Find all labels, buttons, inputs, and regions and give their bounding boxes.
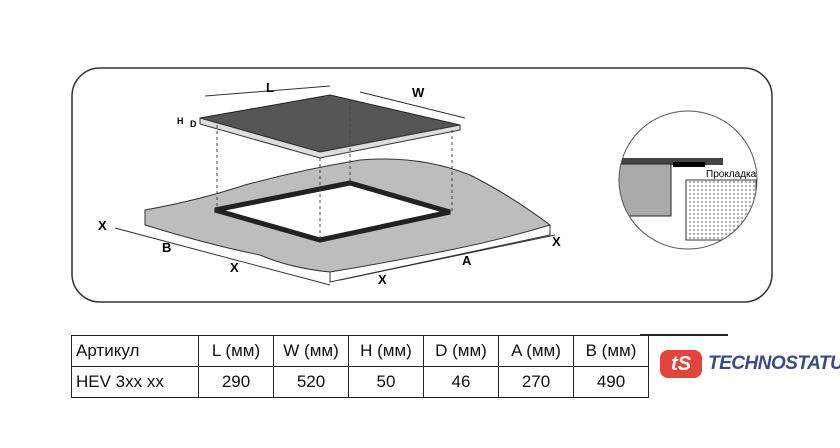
label-B: B <box>162 240 171 255</box>
countertop-edge <box>144 215 551 283</box>
dimensions-table: Артикул L (мм) W (мм) H (мм) D (мм) A (м… <box>71 335 649 398</box>
gasket-label: Прокладка <box>706 169 757 180</box>
header-cell: W (мм) <box>273 335 349 367</box>
cell: 46 <box>423 366 499 398</box>
cell: 270 <box>498 366 574 398</box>
projection-lines <box>216 100 453 240</box>
label-X-left: X <box>98 218 107 233</box>
header-cell: A (мм) <box>498 335 574 367</box>
label-H: H <box>177 116 184 126</box>
header-cell: B (мм) <box>573 335 649 367</box>
header-cell: D (мм) <box>423 335 499 367</box>
header-cell: H (мм) <box>348 335 424 367</box>
logo-mark: tS <box>660 350 702 378</box>
label-X-right: X <box>552 234 561 249</box>
table-header-row: Артикул L (мм) W (мм) H (мм) D (мм) A (м… <box>71 335 649 367</box>
table-top-line <box>640 334 728 336</box>
label-L: L <box>266 80 274 95</box>
cell: 490 <box>573 366 649 398</box>
label-X-front: X <box>378 272 387 287</box>
technostatus-logo: tS TECHNOSTATUS <box>660 350 840 378</box>
cell: 520 <box>273 366 349 398</box>
cell: 290 <box>198 366 274 398</box>
cutout <box>214 180 451 243</box>
gasket-detail <box>619 158 757 241</box>
header-cell: Артикул <box>71 335 199 367</box>
label-A: A <box>462 253 472 268</box>
header-cell: L (мм) <box>198 335 274 367</box>
table-row: HEV 3xx xx 290 520 50 46 270 490 <box>71 366 649 398</box>
cell: 50 <box>348 366 424 398</box>
hob-diagram: L W H D X B X X A X Прокладка <box>71 67 773 303</box>
label-D: D <box>190 119 197 129</box>
cell: HEV 3xx xx <box>71 366 199 398</box>
detail-circle <box>618 110 758 250</box>
label-X-bottom: X <box>230 260 239 275</box>
label-W: W <box>412 85 425 100</box>
hob-edge <box>199 117 461 159</box>
logo-text: TECHNOSTATUS <box>708 353 840 374</box>
